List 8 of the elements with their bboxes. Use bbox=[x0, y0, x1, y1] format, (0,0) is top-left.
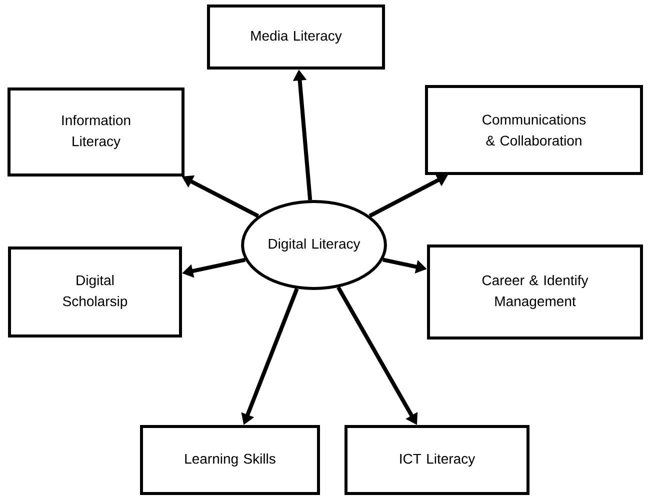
text-box: ICT Literacy bbox=[344, 424, 530, 495]
text-box: Career & Identify Management bbox=[427, 244, 643, 340]
oval: Digital Literacy bbox=[241, 200, 387, 290]
text-box: Media Literacy bbox=[207, 4, 385, 70]
text-box: Information Literacy bbox=[8, 87, 184, 176]
text-box: Communications & Collaboration bbox=[425, 85, 643, 175]
text-box: Digital Scholarsip bbox=[8, 246, 182, 338]
text-box: Learning Skills bbox=[140, 424, 320, 495]
